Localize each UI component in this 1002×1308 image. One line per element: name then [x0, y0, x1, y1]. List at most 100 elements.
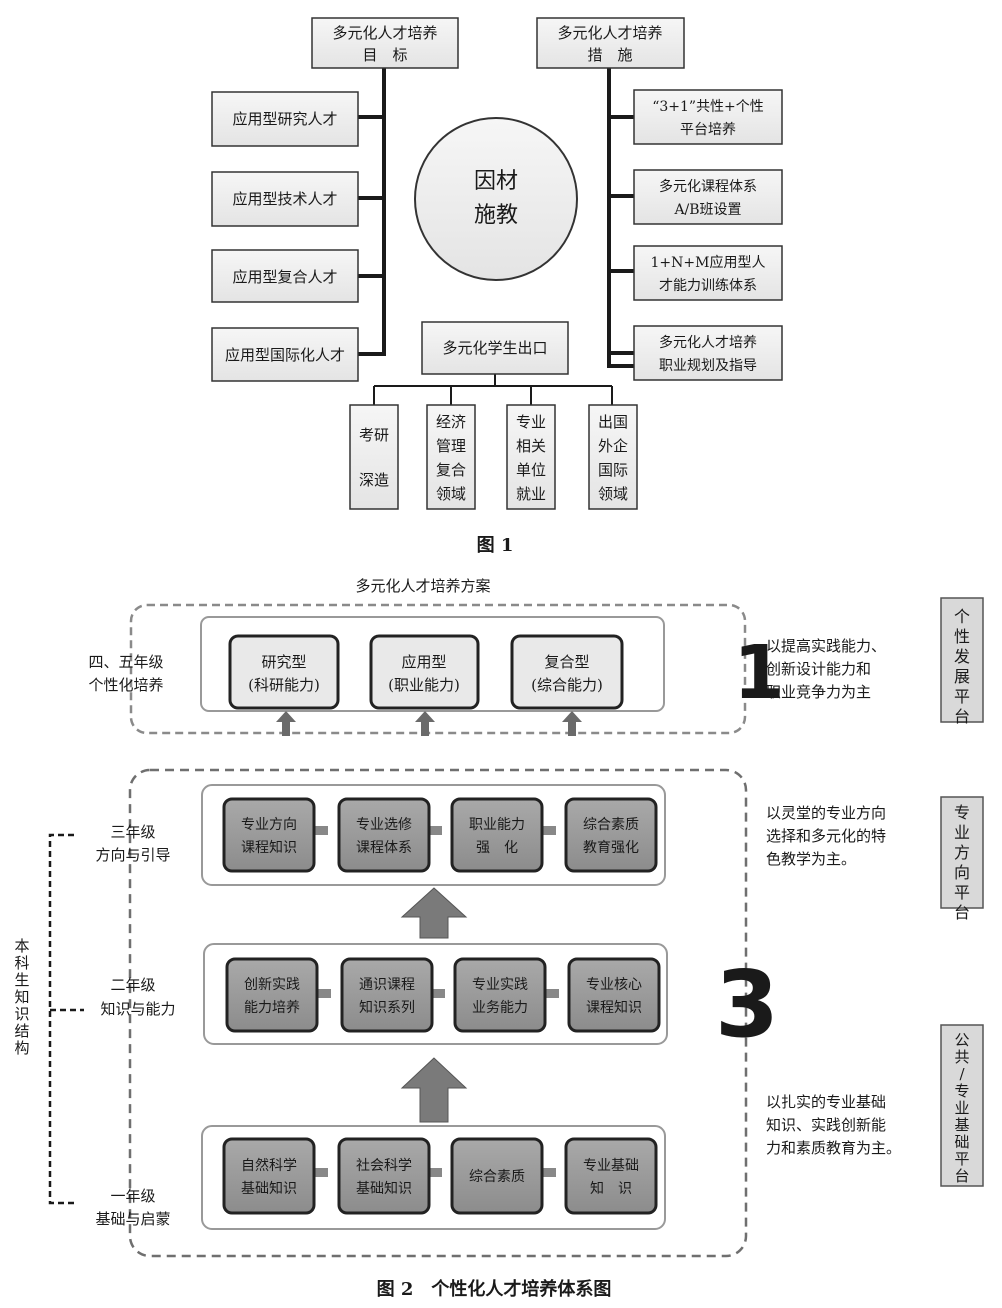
measure-line: 平台培养: [680, 122, 736, 138]
row3-label-line2: 方向与引导: [95, 846, 170, 864]
box-line: 业务能力: [472, 1000, 528, 1016]
row2-label-line1: 二年级: [110, 976, 155, 994]
vertical-char: 台: [954, 903, 970, 922]
box-line: 专业方向: [241, 817, 297, 833]
row3-label-line1: 三年级: [110, 823, 155, 841]
goal-label: 应用型技术人才: [232, 190, 337, 208]
goal-box-research: 应用型研究人才: [211, 91, 359, 147]
row1-label-line2: 基础与启蒙: [95, 1210, 170, 1228]
vertical-char: 专: [954, 803, 970, 822]
figure1-caption: 图 1: [477, 535, 514, 556]
goal-title-box: 多元化人才培养 目 标: [311, 17, 459, 69]
box-line: 专业基础: [583, 1157, 639, 1174]
vertical-char: 专: [954, 1082, 969, 1100]
vertical-char: 生: [14, 971, 29, 989]
outlet-title-box: 多元化学生出口: [421, 321, 569, 375]
vertical-char: 发: [954, 647, 970, 666]
top-box-line: 研究型: [261, 653, 306, 671]
outlet-line: 专业: [516, 413, 546, 431]
top-desc-line: 职业竞争力为主: [766, 683, 871, 701]
box-line: 自然科学: [241, 1157, 297, 1174]
vertical-char: 共: [954, 1048, 969, 1066]
goal-label: 应用型研究人才: [232, 110, 337, 128]
vertical-char: 台: [954, 707, 970, 726]
vertical-char: 基: [954, 1116, 969, 1134]
figure2-caption: 图 2 个性化人才培养体系图: [377, 1278, 612, 1300]
box-line: 通识课程: [359, 977, 415, 993]
goal-title-line2: 目 标: [362, 46, 407, 64]
top-level-label-line2: 个性化培养: [88, 676, 163, 694]
box-line: 专业实践: [472, 977, 528, 993]
top-level-label-line1: 四、五年级: [88, 653, 163, 671]
row3-desc-line: 色教学为主。: [766, 850, 856, 868]
top-box-line: 复合型: [544, 653, 589, 671]
measure-line: 多元化人才培养: [659, 334, 757, 351]
goal-label: 应用型复合人才: [232, 268, 337, 286]
left-bracket: [48, 833, 84, 1205]
measure-title-line1: 多元化人才培养: [557, 24, 662, 42]
box-line: 知识系列: [359, 999, 415, 1016]
box-line: 基础知识: [241, 1180, 297, 1197]
center-line1: 因材: [474, 169, 518, 194]
box-line: 强 化: [476, 840, 518, 856]
bottom-desc-line: 知识、实践创新能: [766, 1116, 886, 1134]
bottom-desc-line: 以扎实的专业基础: [766, 1093, 886, 1111]
row1-frame: [201, 1125, 666, 1230]
measure-title-line2: 措 施: [587, 46, 632, 64]
outlet-line: 外企: [598, 437, 628, 455]
row3-desc-line: 以灵堂的专业方向: [766, 804, 886, 822]
small-up-arrows: [276, 711, 582, 736]
measure-box-curriculum: 多元化课程体系 A/B班设置: [633, 169, 783, 225]
outlet-line: 出国: [598, 413, 628, 431]
figure2-title: 多元化人才培养方案: [355, 577, 490, 595]
box-line: 知 识: [590, 1180, 632, 1197]
top-dashed-frame: [129, 603, 747, 735]
vertical-char: 知: [14, 988, 29, 1006]
measure-line: 多元化课程体系: [659, 178, 757, 195]
measure-box-platform: “3+1”共性+个性 平台培养: [633, 89, 783, 145]
vertical-char: 公: [954, 1031, 969, 1049]
vertical-char: 方: [954, 843, 970, 862]
top-box-line: (职业能力): [388, 676, 460, 694]
big-number-1: 1: [733, 630, 785, 716]
vertical-char: 业: [954, 823, 970, 842]
big-up-arrows: [400, 887, 468, 1123]
measure-line: 才能力训练体系: [659, 278, 757, 294]
measure-line: 1+N+M应用型人: [651, 254, 766, 271]
outlet-line: 领域: [436, 485, 466, 503]
top-box-line: (综合能力): [531, 676, 603, 694]
vertical-char: 构: [14, 1039, 29, 1057]
box-line: 创新实践: [244, 977, 300, 993]
box-line: 基础知识: [356, 1180, 412, 1197]
row1-label-line1: 一年级: [110, 1187, 155, 1205]
box-line: 课程知识: [241, 839, 297, 856]
measure-box-career: 多元化人才培养 职业规划及指导: [633, 325, 783, 381]
outlet-line: 单位: [516, 461, 546, 479]
vertical-char: 业: [954, 1099, 969, 1117]
outlet-line: 考研: [359, 426, 389, 444]
row2-label-line2: 知识与能力: [100, 1000, 175, 1018]
vertical-char: 识: [14, 1005, 29, 1023]
goal-box-international: 应用型国际化人才: [211, 327, 359, 382]
top-box-compound: 复合型 (综合能力): [510, 634, 624, 710]
figure1: 多元化人才培养 目 标 多元化人才培养 措 施 应用型研究人才 应用型技术人才 …: [211, 17, 783, 556]
outlet-box-abroad: 出国 外企 国际 领域: [588, 404, 638, 510]
outlet-line: 领域: [598, 485, 628, 503]
outlet-line: 复合: [436, 461, 466, 479]
